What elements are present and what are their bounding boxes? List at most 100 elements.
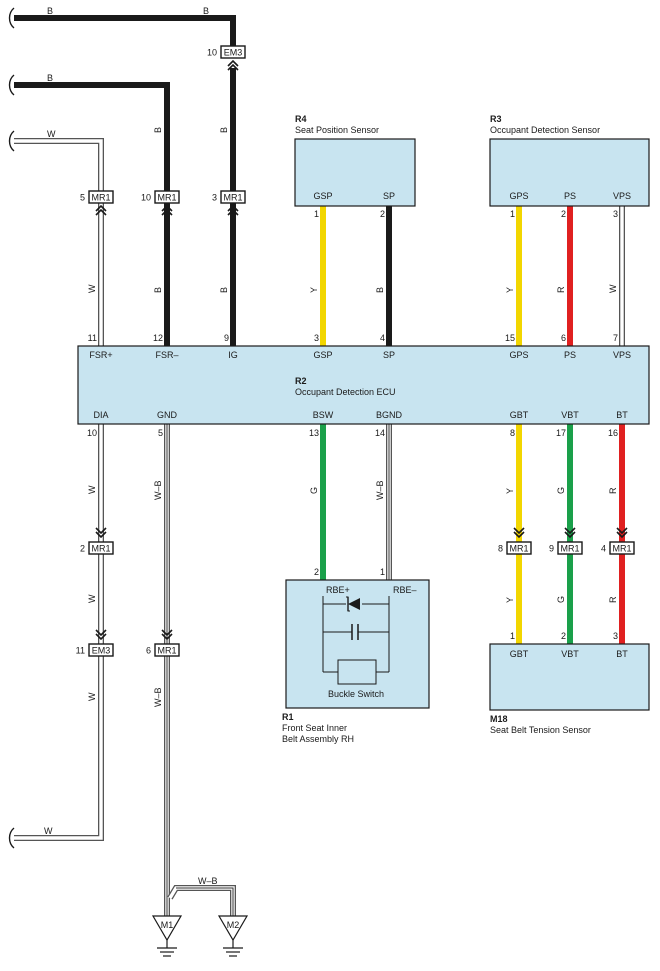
connector-mr1-gnd: MR1 6 [146,629,180,657]
svg-text:PS: PS [564,191,576,201]
svg-text:6: 6 [561,333,566,343]
svg-text:DIA: DIA [93,410,108,420]
svg-text:W: W [87,594,97,603]
r2-name: Occupant Detection ECU [295,387,396,397]
svg-text:R: R [608,596,618,603]
svg-text:W: W [44,826,53,836]
svg-text:BSW: BSW [313,410,334,420]
svg-text:VBT: VBT [561,410,579,420]
svg-text:PS: PS [564,350,576,360]
svg-text:Front Seat Inner: Front Seat Inner [282,723,347,733]
svg-text:2: 2 [380,209,385,219]
svg-text:GPS: GPS [509,191,528,201]
svg-text:B: B [219,127,229,133]
svg-text:B: B [219,287,229,293]
svg-text:MR1: MR1 [91,544,110,554]
connector-em3-dia: EM3 11 [76,629,114,657]
connector-mr1-gbt: MR1 8 [498,527,532,555]
component-r1: 2 1 RBE+ RBE– Buckle Switch R1 Front Sea… [282,567,430,744]
svg-text:GSP: GSP [313,350,332,360]
svg-text:GBT: GBT [510,649,529,659]
r2-code: R2 [295,376,307,386]
svg-text:VPS: VPS [613,191,631,201]
wire-break-marks [8,7,15,849]
connectors: EM3 10 MR1 5 MR1 10 MR1 3 MR1 [76,45,635,657]
svg-text:Y: Y [505,597,515,603]
connector-mr1-dia: MR1 2 [80,527,114,555]
m18-code: M18 [490,714,508,724]
svg-text:M1: M1 [161,920,174,930]
svg-text:GSP: GSP [313,191,332,201]
svg-text:BGND: BGND [376,410,403,420]
svg-text:MR1: MR1 [509,544,528,554]
svg-text:B: B [375,287,385,293]
svg-text:MR1: MR1 [157,646,176,656]
component-r2-ecu: R2 Occupant Detection ECU 11 12 9 3 4 15… [77,333,650,438]
svg-text:3: 3 [613,209,618,219]
svg-text:8: 8 [510,428,515,438]
svg-text:4: 4 [601,544,606,554]
svg-text:SP: SP [383,350,395,360]
svg-text:G: G [309,487,319,494]
svg-text:6: 6 [146,646,151,656]
component-r4: R4 Seat Position Sensor GSP SP 1 2 [294,114,416,219]
svg-text:BT: BT [616,410,628,420]
wire-ig-top [14,15,236,48]
svg-text:Buckle Switch: Buckle Switch [328,689,384,699]
svg-text:MR1: MR1 [223,193,242,203]
svg-text:W: W [47,129,56,139]
r1-code: R1 [282,712,294,722]
wire-gnd-m2 [167,885,236,916]
svg-text:Y: Y [505,287,515,293]
svg-text:11: 11 [88,333,97,343]
svg-text:W: W [87,692,97,701]
r4-code: R4 [295,114,307,124]
svg-text:SP: SP [383,191,395,201]
component-r3: R3 Occupant Detection Sensor GPS PS VPS … [489,114,650,219]
svg-text:8: 8 [498,544,503,554]
svg-text:2: 2 [561,209,566,219]
svg-text:11: 11 [76,646,85,656]
svg-text:GND: GND [157,410,178,420]
connector-mr1-vbt: MR1 9 [549,527,583,555]
svg-text:FSR–: FSR– [155,350,178,360]
buckle-switch-circuit [322,596,390,685]
svg-text:2: 2 [80,544,85,554]
svg-text:FSR+: FSR+ [89,350,112,360]
svg-text:R: R [608,487,618,494]
svg-text:4: 4 [380,333,385,343]
svg-text:7: 7 [613,333,618,343]
r4-name: Seat Position Sensor [295,125,379,135]
svg-text:EM3: EM3 [92,646,111,656]
svg-text:W–B: W–B [198,876,218,886]
svg-text:EM3: EM3 [224,48,243,58]
svg-text:3: 3 [613,631,618,641]
svg-text:VBT: VBT [561,649,579,659]
wire-color-labels: B B B W W W–B B B W B B Y B Y R W W W–B … [44,6,618,886]
svg-text:W–B: W–B [153,687,163,707]
svg-text:1: 1 [314,209,319,219]
svg-text:MR1: MR1 [157,193,176,203]
connector-mr1-ig: MR1 3 [212,190,246,216]
wire-fsrm [14,82,170,346]
svg-text:MR1: MR1 [560,544,579,554]
svg-text:MR1: MR1 [91,193,110,203]
svg-text:B: B [153,287,163,293]
svg-text:W–B: W–B [375,480,385,500]
m18-name: Seat Belt Tension Sensor [490,725,591,735]
svg-text:G: G [556,596,566,603]
svg-text:MR1: MR1 [612,544,631,554]
svg-text:G: G [556,487,566,494]
svg-text:14: 14 [375,428,385,438]
svg-text:GBT: GBT [510,410,529,420]
zener-diode-icon [348,598,360,610]
svg-text:9: 9 [224,333,229,343]
svg-text:B: B [203,6,209,16]
svg-text:RBE+: RBE+ [326,585,350,595]
svg-text:12: 12 [153,333,163,343]
svg-text:2: 2 [561,631,566,641]
svg-text:W: W [608,284,618,293]
svg-text:5: 5 [158,428,163,438]
connector-mr1-fsrm: MR1 10 [141,190,180,216]
